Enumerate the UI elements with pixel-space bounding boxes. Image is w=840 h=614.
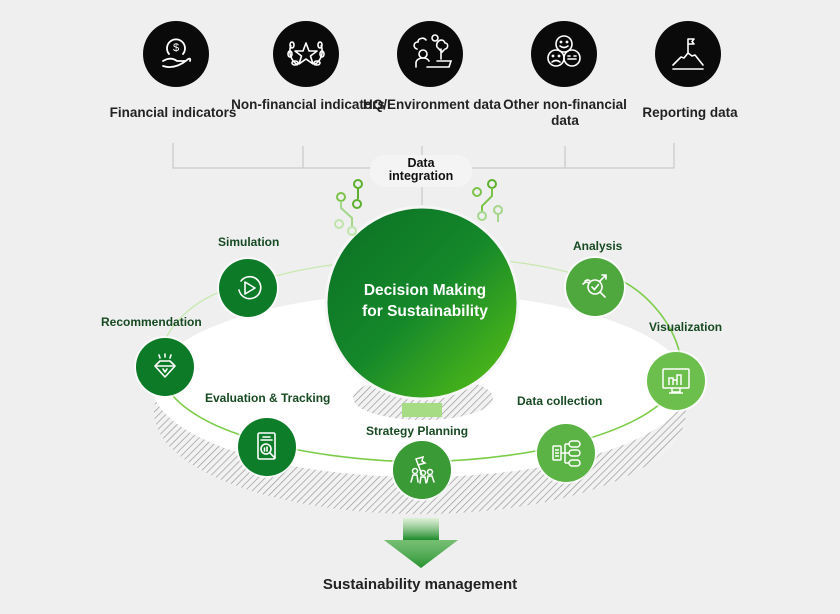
- data-integration-line2: integration: [388, 169, 454, 183]
- source-label: HQ/Environment data: [362, 97, 502, 112]
- node-data-collection[interactable]: [537, 424, 595, 482]
- node-label-recommendation: Recommendation: [101, 315, 202, 329]
- source-non-financial-indicators[interactable]: [273, 21, 339, 87]
- source-financial-indicators[interactable]: $: [143, 21, 209, 87]
- mountain-flag-icon: [672, 38, 704, 70]
- hub-stem: [402, 403, 442, 417]
- source-label: Reporting data: [642, 105, 738, 120]
- circuit-decoration-left: [334, 179, 363, 236]
- monitor-chart-icon: [662, 368, 690, 394]
- laurel-star-icon: [287, 41, 325, 66]
- faces-icon: [547, 35, 581, 67]
- node-simulation[interactable]: [219, 259, 277, 317]
- source-other-non-financial-data[interactable]: [531, 21, 597, 87]
- hub-title: Decision Making for Sustainability: [330, 280, 520, 322]
- data-integration-line1: Data: [407, 156, 435, 170]
- magnifier-check-icon: [582, 274, 607, 298]
- node-label-evaluation-tracking: Evaluation & Tracking: [205, 391, 331, 405]
- node-strategy-planning[interactable]: [393, 441, 451, 499]
- hub-title-line1: Decision Making: [363, 282, 487, 299]
- node-label-simulation: Simulation: [218, 235, 280, 249]
- output-label: Sustainability management: [322, 576, 518, 593]
- circuit-decoration-right: [472, 179, 503, 222]
- data-integration-label: Data integration: [370, 155, 472, 187]
- svg-text:$: $: [173, 42, 179, 54]
- node-analysis[interactable]: [566, 258, 624, 316]
- down-arrow: [384, 518, 458, 568]
- hand-coin-icon: $: [162, 38, 192, 68]
- node-evaluation-tracking[interactable]: [238, 418, 296, 476]
- play-cycle-icon: [238, 275, 262, 300]
- source-reporting-data[interactable]: [655, 21, 721, 87]
- hub-title-line2: for Sustainability: [362, 303, 488, 320]
- hub-sphere[interactable]: [324, 205, 520, 401]
- team-flag-icon: [410, 455, 435, 484]
- node-label-analysis: Analysis: [573, 239, 623, 253]
- flowchart-icon: [552, 440, 581, 467]
- report-magnifier-icon: [257, 432, 276, 460]
- source-label: Non-financial indicators: [231, 97, 385, 112]
- node-recommendation[interactable]: [136, 338, 194, 396]
- node-label-data-collection: Data collection: [517, 394, 603, 408]
- diamond-icon: [154, 353, 176, 378]
- source-hq-environment-data[interactable]: [397, 21, 463, 87]
- person-laptop-tree-icon: [413, 34, 453, 68]
- source-label: Other non-financial data: [503, 97, 627, 128]
- node-visualization[interactable]: [647, 352, 705, 410]
- node-label-strategy-planning: Strategy Planning: [366, 424, 469, 438]
- source-label: Financial indicators: [109, 105, 237, 120]
- node-label-visualization: Visualization: [649, 320, 723, 334]
